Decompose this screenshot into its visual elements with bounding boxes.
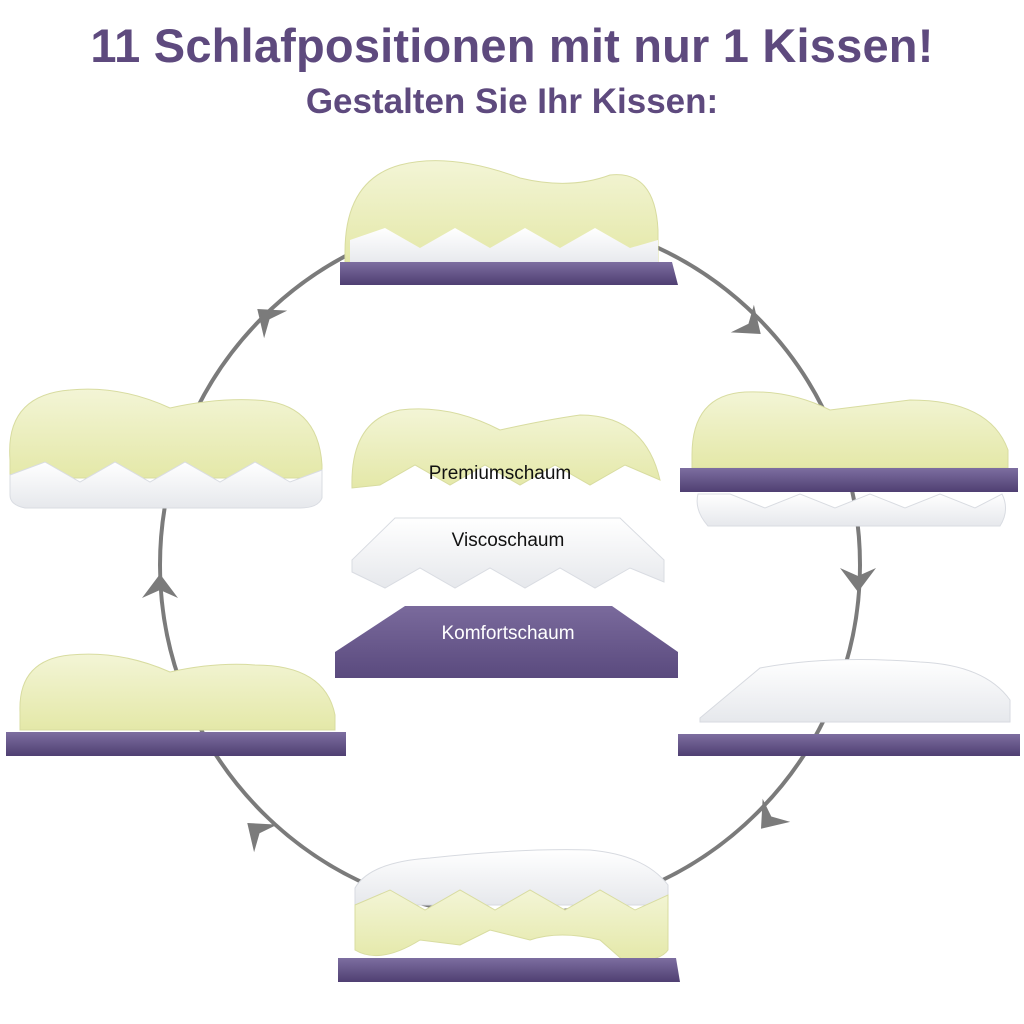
pillow-bottom-left: [6, 653, 346, 756]
komfort-foam-label: Komfortschaum: [441, 623, 574, 644]
arrow-chevron-icon: [257, 309, 288, 339]
arrow-chevron-icon: [142, 574, 178, 598]
visco-foam-label: Viscoschaum: [452, 530, 565, 551]
page-title: 11 Schlafpositionen mit nur 1 Kissen!: [90, 19, 934, 72]
arrow-chevron-icon: [730, 304, 761, 334]
arrow-chevron-icon: [761, 798, 791, 829]
komfort-foam-layer: Komfortschaum: [335, 606, 678, 678]
page-subtitle: Gestalten Sie Ihr Kissen:: [305, 82, 719, 121]
pillow-top: [340, 160, 678, 285]
center-layer-stack: Premiumschaum Viscoschaum Komfortschaum: [335, 408, 678, 678]
pillow-right: [678, 659, 1020, 756]
arrow-chevron-icon: [840, 568, 876, 592]
arrow-chevron-icon: [247, 823, 278, 853]
visco-foam-layer: Viscoschaum: [351, 517, 665, 589]
pillow-left: [9, 388, 323, 509]
pillow-top-right: [680, 391, 1018, 527]
premium-foam-layer: Premiumschaum: [351, 408, 661, 489]
premium-foam-label: Premiumschaum: [429, 463, 572, 484]
pillow-bottom: [338, 849, 680, 982]
